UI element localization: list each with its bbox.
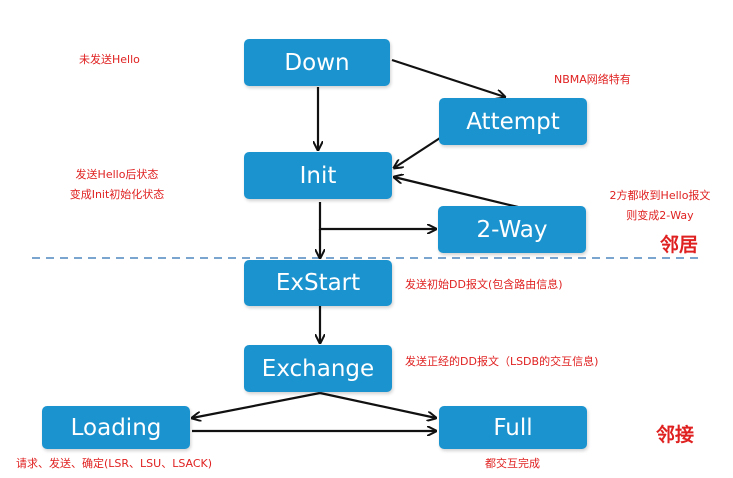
state-loading: Loading	[42, 406, 190, 449]
state-exstart: ExStart	[244, 260, 392, 306]
note-all-exchanged: 都交互完成	[485, 457, 540, 470]
state-full: Full	[439, 406, 587, 449]
note-send-initial-dd: 发送初始DD报文(包含路由信息)	[405, 278, 563, 291]
note-both-received-line2: 则变成2-Way	[626, 209, 694, 222]
arrow-twoway-to-init	[394, 177, 519, 209]
label-neighbor: 邻居	[660, 234, 699, 256]
note-request-send-confirm: 请求、发送、确定(LSR、LSU、LSACK)	[16, 457, 213, 470]
note-after-hello: 发送Hello后状态 变成Init初始化状态	[57, 165, 177, 205]
label-adjacency: 邻接	[656, 424, 695, 446]
arrow-init-to-twoway	[318, 202, 436, 229]
note-not-sent-hello: 未发送Hello	[79, 53, 140, 66]
note-after-hello-line2: 变成Init初始化状态	[69, 188, 165, 201]
state-attempt: Attempt	[439, 98, 587, 145]
state-two-way: 2-Way	[438, 206, 586, 253]
note-both-received: 2方都收到Hello报文 则变成2-Way	[598, 186, 722, 226]
state-exchange: Exchange	[244, 345, 392, 392]
arrow-exchange-to-loading	[192, 391, 321, 418]
state-down: Down	[244, 39, 390, 86]
state-init: Init	[244, 152, 392, 199]
note-both-received-line1: 2方都收到Hello报文	[609, 189, 711, 202]
note-after-hello-line1: 发送Hello后状态	[75, 168, 159, 181]
arrow-attempt-to-init	[394, 137, 441, 168]
arrow-down-to-attempt	[391, 58, 505, 97]
note-nbma-specific: NBMA网络特有	[554, 73, 631, 86]
arrow-exchange-to-full	[319, 391, 436, 418]
note-send-formal-dd: 发送正经的DD报文（LSDB的交互信息)	[405, 355, 599, 368]
